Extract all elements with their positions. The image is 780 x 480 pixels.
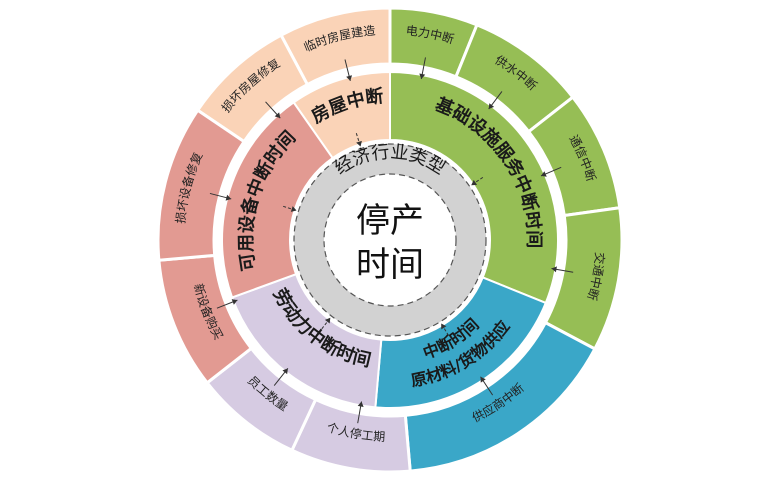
arrow-head [282,368,288,375]
outer-segment-house-repair [195,33,310,144]
center-label-line1: 停产 [356,201,424,241]
arrow-head [357,401,364,407]
outer-segment-equipment-repair [156,108,247,262]
arrow-head [419,73,426,80]
arrow-head [480,376,486,383]
arrow-head [225,194,232,201]
arrow-head [441,323,447,330]
outer-ring [156,6,624,474]
arrow-head [356,140,362,147]
core-dashed-border [323,173,457,307]
arrow-head [231,299,238,305]
core-circle [324,174,456,306]
arrow-head [346,75,353,81]
middle-segment-infrastructure [389,70,559,305]
center-label-line2: 时间 [356,245,424,285]
middle-segment-equipment [221,100,335,299]
arrow-head [488,103,495,110]
arrow-head [471,179,478,186]
arrow-head [551,266,557,273]
arrow-head [290,206,297,212]
arrow-head [540,171,547,177]
middle-ring [221,70,559,409]
arrow-head [274,112,281,119]
industry-ring-dashed-border [293,143,487,337]
connector-arrows [209,57,574,424]
arrow-head [324,317,331,324]
